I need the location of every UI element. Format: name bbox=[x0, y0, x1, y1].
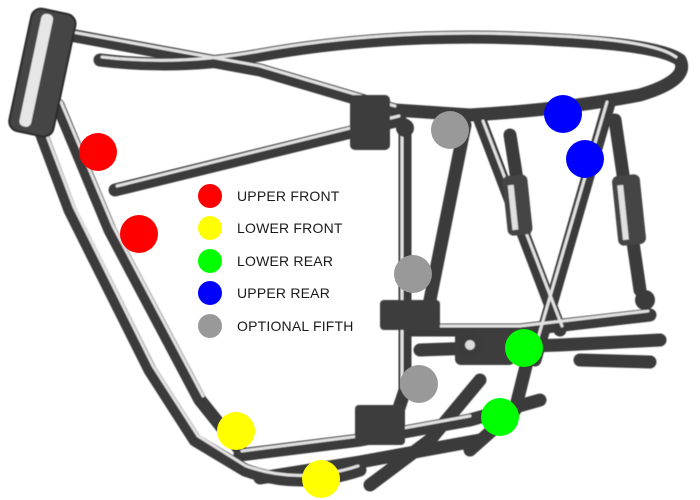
mount-point-lower-front bbox=[217, 412, 255, 450]
mount-point-optional-fifth bbox=[394, 255, 432, 293]
mount-points bbox=[79, 95, 604, 498]
legend-item-upper-rear: UPPER REAR bbox=[198, 279, 330, 307]
gray-dot-icon bbox=[198, 314, 222, 338]
legend-item-lower-front: LOWER FRONT bbox=[198, 214, 343, 242]
mount-point-optional-fifth bbox=[431, 111, 469, 149]
legend-label-upper-rear: UPPER REAR bbox=[237, 285, 331, 301]
frame-illustration bbox=[8, 7, 688, 492]
legend-item-optional-fifth: OPTIONAL FIFTH bbox=[198, 312, 354, 340]
mount-point-optional-fifth bbox=[400, 365, 438, 403]
red-dot-icon bbox=[198, 184, 222, 208]
legend-label-lower-front: LOWER FRONT bbox=[237, 220, 343, 236]
mount-point-upper-rear bbox=[566, 140, 604, 178]
yellow-dot-icon bbox=[198, 216, 222, 240]
legend-item-lower-rear: LOWER REAR bbox=[198, 247, 333, 275]
mount-point-lower-rear bbox=[505, 329, 543, 367]
mount-point-upper-front bbox=[120, 215, 158, 253]
legend-item-upper-front: UPPER FRONT bbox=[198, 182, 340, 210]
mount-point-lower-rear bbox=[481, 398, 519, 436]
mount-point-upper-front bbox=[79, 133, 117, 171]
legend-label-optional-fifth: OPTIONAL FIFTH bbox=[237, 318, 354, 334]
legend-label-lower-rear: LOWER REAR bbox=[237, 253, 334, 269]
blue-dot-icon bbox=[198, 281, 222, 305]
mount-point-lower-front bbox=[302, 460, 340, 498]
mount-point-upper-rear bbox=[544, 95, 582, 133]
green-dot-icon bbox=[198, 249, 222, 273]
legend-label-upper-front: UPPER FRONT bbox=[237, 188, 340, 204]
